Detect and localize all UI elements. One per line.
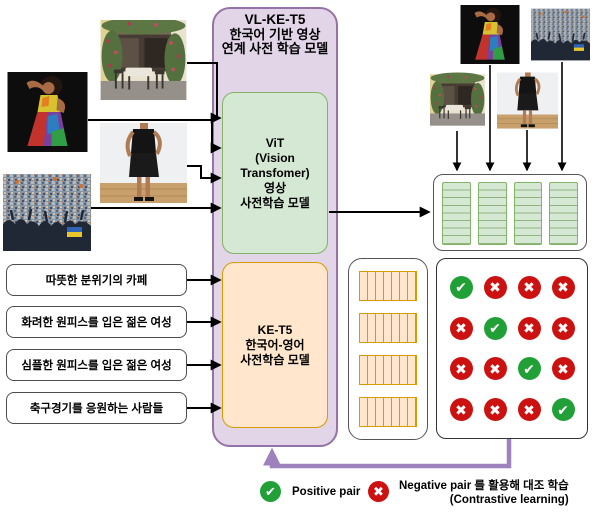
title-line-3: 연계 사전 학습 모델 <box>221 41 329 56</box>
positive-pair-icon: ✔ <box>551 398 575 422</box>
text-embedding-bar <box>359 355 417 385</box>
title-line-1: VL-KE-T5 <box>244 12 306 27</box>
image-embedding-column <box>477 182 507 245</box>
positive-pair-icon: ✔ <box>260 481 281 502</box>
negative-pair-icon: ✖ <box>483 357 507 381</box>
positive-pair-icon: ✔ <box>483 316 507 340</box>
negative-pair-label-line-1: Negative pair 를 활용해 대조 학습 <box>399 480 569 492</box>
ket5-line-2: 한국어-영어 <box>245 337 305 352</box>
negative-pair-icon: ✖ <box>517 398 541 422</box>
text-embedding-box <box>348 258 428 440</box>
text-input-colorful-dress: 화려한 원피스를 입은 젊은 여성 <box>6 306 187 338</box>
vit-line-3: Transfomer) <box>240 165 310 180</box>
negative-pair-icon: ✖ <box>449 357 473 381</box>
text-embedding-bar <box>359 313 417 343</box>
image-embedding-column <box>549 182 578 245</box>
negative-pair-icon: ✖ <box>551 357 575 381</box>
photo-colorful-dress-right <box>460 5 520 64</box>
diagram-title: VL-KE-T5 한국어 기반 영상 연계 사전 학습 모델 <box>212 12 338 57</box>
image-embedding-column <box>513 182 543 245</box>
negative-pair-icon: ✖ <box>551 275 575 299</box>
title-line-2: 한국어 기반 영상 <box>229 26 321 42</box>
negative-pair-icon: ✖ <box>368 481 389 502</box>
negative-pair-label-line-2: (Contrastive learning) <box>449 494 569 506</box>
negative-pair-icon: ✖ <box>449 316 473 340</box>
photo-cafe-right <box>430 70 485 130</box>
vit-line-4: 영상 <box>263 180 287 195</box>
image-embedding-column <box>442 182 471 245</box>
photo-black-dress-left <box>100 123 187 203</box>
text-input-soccer-crowd: 축구경기를 응원하는 사람들 <box>6 392 187 424</box>
photo-crowd-right <box>531 8 590 61</box>
text-input-simple-dress: 심플한 원피스를 입은 젊은 여성 <box>6 349 187 381</box>
positive-pair-label: Positive pair <box>292 486 361 498</box>
negative-pair-icon: ✖ <box>517 275 541 299</box>
vit-line-5: 사전학습 모델 <box>240 195 310 210</box>
photo-cafe-left <box>100 20 187 100</box>
negative-pair-icon: ✖ <box>483 398 507 422</box>
ket5-line-1: KE-T5 <box>257 322 293 337</box>
text-input-cafe: 따뜻한 분위기의 카페 <box>6 264 187 296</box>
text-embedding-bar <box>359 271 417 301</box>
negative-pair-icon: ✖ <box>517 316 541 340</box>
negative-pair-icon: ✖ <box>449 398 473 422</box>
vit-model-box: ViT (Vision Transfomer) 영상 사전학습 모델 <box>222 92 328 254</box>
photo-black-dress-right <box>497 72 558 129</box>
ket5-line-3: 사전학습 모델 <box>240 352 310 367</box>
negative-pair-label: Negative pair 를 활용해 대조 학습 (Contrastive l… <box>399 479 569 507</box>
negative-pair-icon: ✖ <box>551 316 575 340</box>
photo-colorful-dress-left <box>7 72 88 152</box>
ket5-model-box: KE-T5 한국어-영어 사전학습 모델 <box>222 262 328 428</box>
image-embedding-box <box>433 174 587 251</box>
similarity-matrix-grid: ✔ ✖ ✖ ✖ ✖ ✔ ✖ ✖ ✖ ✖ ✔ ✖ ✖ ✖ ✖ ✔ <box>436 258 588 439</box>
text-embedding-bar <box>359 397 417 427</box>
negative-pair-icon: ✖ <box>483 275 507 299</box>
photo-crowd-left <box>3 174 91 251</box>
vit-line-1: ViT <box>265 135 285 150</box>
positive-pair-icon: ✔ <box>449 275 473 299</box>
vit-line-2: (Vision <box>255 150 295 165</box>
positive-pair-icon: ✔ <box>517 357 541 381</box>
